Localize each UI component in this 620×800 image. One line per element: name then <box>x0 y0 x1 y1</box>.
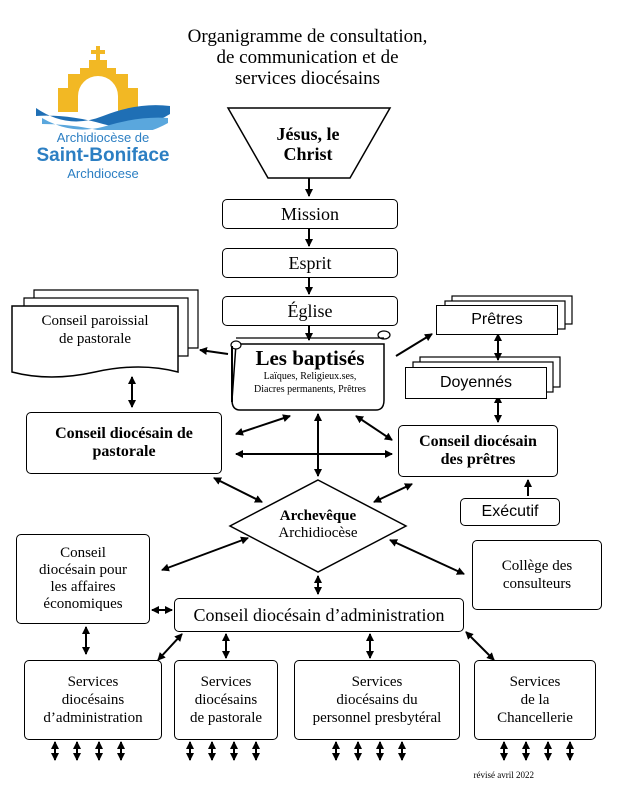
executif-node: Exécutif <box>460 498 560 526</box>
page-title: Organigramme de consultation, de communi… <box>170 26 445 89</box>
conseil-economique-line-2: diocésain pour <box>39 562 127 578</box>
services-admin-line-3: d’administration <box>43 710 143 726</box>
arrow-baptises-pretres <box>395 333 433 357</box>
doyennes-label: Doyennés <box>439 374 513 391</box>
college-line-1: Collège des <box>501 558 573 574</box>
archidiocese-label: Archidiocèse <box>278 525 358 541</box>
logo-text-line-2: Saint-Boniface <box>36 145 170 166</box>
services-chancellerie-line-3: Chancellerie <box>497 710 573 726</box>
title-line-2: de communication et de <box>216 47 399 68</box>
mission-label: Mission <box>280 203 340 224</box>
services-personnel-line-3: personnel presbytéral <box>312 710 442 726</box>
baptises-title: Les baptisés <box>255 346 365 370</box>
services-chancellerie-line-2: de la <box>520 692 550 708</box>
conseil-paroissial-page-front <box>11 305 179 378</box>
services-pastorale-line-3: de pastorale <box>189 710 263 726</box>
conseil-pastorale-line-2: pastorale <box>92 443 156 460</box>
arrow-archeveque-college <box>389 539 465 575</box>
services-pastorale-line-1: Services <box>200 674 252 690</box>
jesus-line-2: Christ <box>283 144 333 164</box>
arrow-pretres-archeveque <box>373 483 413 503</box>
conseil-economique-line-3: les affaires <box>50 579 116 595</box>
arrow-admin-services-admin <box>157 633 183 661</box>
conseil-economique-line-4: économiques <box>43 596 123 612</box>
services-pastorale-node: Services diocésains de pastorale <box>174 660 278 740</box>
services-chancellerie-line-1: Services <box>509 674 561 690</box>
doyennes-node: Doyennés <box>405 367 547 399</box>
logo-text-line-3: Archdiocese <box>67 166 139 181</box>
services-administration-node: Services diocésains d’administration <box>24 660 162 740</box>
services-admin-line-1: Services <box>67 674 119 690</box>
jesus-line-1: Jésus, le <box>276 124 340 144</box>
jesus-trapezoid-shape <box>226 107 392 179</box>
college-line-2: consulteurs <box>502 576 572 592</box>
revision-note: révisé avril 2022 <box>473 770 534 780</box>
baptises-scroll-curl-right <box>377 330 391 340</box>
conseil-pretres-node: Conseil diocésain des prêtres <box>398 425 558 477</box>
conseil-pastorale-node: Conseil diocésain de pastorale <box>26 412 222 474</box>
arrow-admin-services-chancellerie <box>465 631 495 661</box>
services-personnel-line-2: diocésains du <box>336 692 418 708</box>
conseil-paroissial-node: Conseil paroissial de pastorale <box>20 312 170 348</box>
esprit-label: Esprit <box>288 252 332 273</box>
services-chancellerie-node: Services de la Chancellerie <box>474 660 596 740</box>
bottom-arrow-rows <box>51 741 574 761</box>
archeveque-label: Archevêque <box>279 508 357 524</box>
conseil-administration-node: Conseil diocésain d’administration <box>174 598 464 632</box>
arrow-baptises-paroissial <box>199 347 229 355</box>
conseil-paroissial-line-1: Conseil paroissial <box>41 313 149 329</box>
logo-text-line-1: Archidiocèse de <box>56 130 150 145</box>
conseil-paroissial-line-2: de pastorale <box>58 331 132 347</box>
services-personnel-line-1: Services <box>351 674 403 690</box>
title-line-3: services diocésains <box>234 68 381 89</box>
conseil-pastorale-line-1: Conseil diocésain de <box>55 425 193 442</box>
conseil-pretres-line-1: Conseil diocésain <box>419 433 537 450</box>
mission-node: Mission <box>222 199 398 229</box>
baptises-subtitle-line-1: Laïques, Religieux.ses, <box>263 371 357 382</box>
conseil-pretres-line-2: des prêtres <box>440 451 516 468</box>
arrow-archeveque-economique <box>161 536 249 572</box>
pretres-label: Prêtres <box>471 311 523 328</box>
pretres-node: Prêtres <box>436 305 558 335</box>
services-admin-line-2: diocésains <box>61 692 125 708</box>
archdiocese-logo: Archidiocèse de Saint-Boniface Archdioce… <box>28 44 178 184</box>
archeveque-node: Archevêque Archidiocèse <box>258 508 378 542</box>
arrow-baptises-conseil-pretres <box>355 415 393 441</box>
services-personnel-node: Services diocésains du personnel presbyt… <box>294 660 460 740</box>
college-consulteurs-node: Collège des consulteurs <box>472 540 602 610</box>
services-pastorale-line-2: diocésains <box>194 692 258 708</box>
conseil-administration-label: Conseil diocésain d’administration <box>193 604 445 625</box>
baptises-scroll-shape <box>231 343 385 411</box>
baptises-subtitle-line-2: Diacres permanents, Prêtres <box>254 384 366 395</box>
executif-label: Exécutif <box>481 503 539 520</box>
conseil-economique-node: Conseil diocésain pour les affaires écon… <box>16 534 150 624</box>
arrow-baptises-conseil-pastorale <box>235 414 291 436</box>
conseil-economique-line-1: Conseil <box>60 545 106 561</box>
title-line-1: Organigramme de consultation, <box>187 26 428 47</box>
baptises-scroll-curl-left <box>230 340 242 350</box>
eglise-label: Église <box>287 300 333 321</box>
eglise-node: Église <box>222 296 398 326</box>
esprit-node: Esprit <box>222 248 398 278</box>
jesus-christ-node: Jésus, le Christ <box>258 124 358 164</box>
arrow-pastorale-archeveque <box>213 477 263 503</box>
archeveque-diamond <box>228 479 408 573</box>
baptises-node: Les baptisés Laïques, Religieux.ses, Dia… <box>236 346 384 396</box>
